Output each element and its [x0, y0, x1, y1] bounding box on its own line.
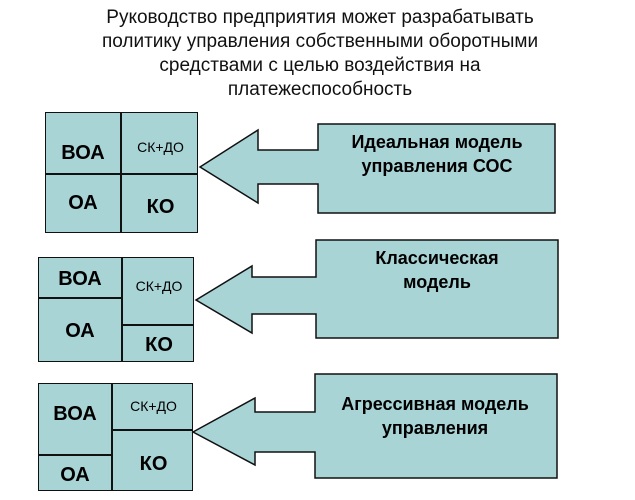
page-title: Руководство предприятия может разрабатыв…	[101, 7, 539, 100]
cell-sk-do: СК+ДО	[135, 278, 183, 294]
cell-oa: ОА	[65, 319, 95, 342]
label-ideal: Идеальная модель управления СОС	[351, 132, 523, 176]
cell-oa: ОА	[60, 464, 90, 486]
arrow-ideal	[198, 123, 556, 214]
balance-ideal: ВОА ОА СК+ДО КО	[45, 112, 198, 233]
arrow-classic	[194, 239, 559, 339]
balance-classic: ВОА ОА СК+ДО КО	[38, 257, 194, 362]
cell-sk-do: СК+ДО	[137, 139, 184, 155]
cell-sk-do: СК+ДО	[130, 398, 177, 414]
cell-voa: ВОА	[61, 141, 105, 164]
cell-voa: ВОА	[53, 402, 97, 425]
label-aggressive: Агрессивная модель управления	[341, 394, 529, 438]
cell-ko: КО	[145, 333, 173, 356]
cell-ko: КО	[146, 195, 175, 218]
cell-ko: КО	[139, 452, 168, 475]
label-classic: Классическая модель	[375, 248, 499, 292]
balance-aggressive: ВОА ОА СК+ДО КО	[38, 383, 193, 491]
cell-voa: ВОА	[58, 267, 102, 290]
arrow-aggressive	[191, 373, 558, 479]
cell-oa: ОА	[68, 191, 98, 214]
